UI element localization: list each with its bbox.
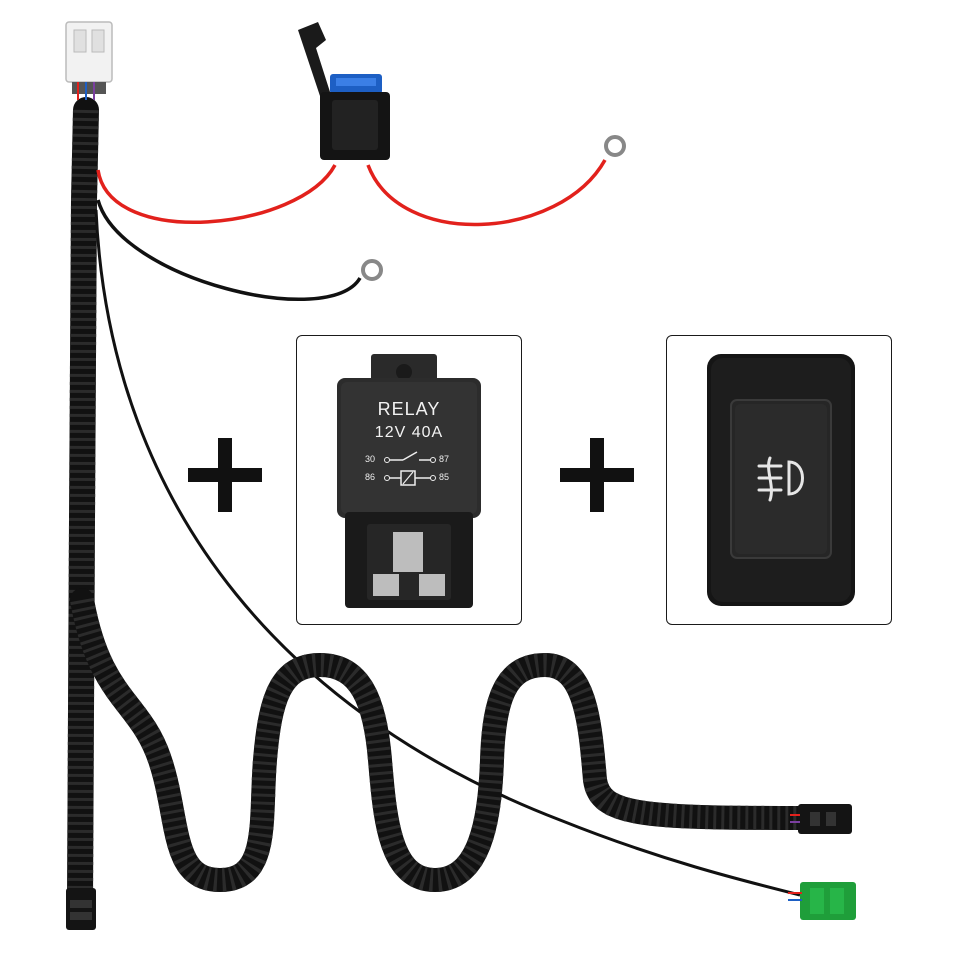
fog-light-switch-image — [707, 354, 855, 606]
relay-pin-30: 30 — [365, 454, 376, 464]
ring-terminal-red — [604, 135, 626, 157]
plus-icon — [188, 438, 262, 512]
switch-wire — [94, 209, 801, 897]
red-wire-right — [366, 159, 607, 227]
relay-rating: 12V 40A — [374, 424, 444, 441]
ring-terminal-black — [361, 259, 383, 281]
main-loom — [67, 97, 99, 913]
plus-icon — [560, 438, 634, 512]
right-black-connector — [790, 804, 852, 834]
relay-image — [337, 354, 481, 608]
relay-panel: RELAY 12V 40A 30 87 86 85 — [296, 335, 522, 625]
switch-panel — [666, 335, 892, 625]
fog-light-icon — [757, 456, 804, 502]
relay-pin-87: 87 — [439, 454, 450, 464]
bottom-left-connector — [66, 888, 96, 930]
relay-pin-86: 86 — [365, 472, 376, 482]
red-wire-left — [96, 164, 337, 224]
top-white-connector — [65, 21, 113, 100]
relay-pin-85: 85 — [439, 472, 450, 482]
coiled-loom — [70, 588, 812, 893]
green-connector — [788, 882, 856, 920]
fuse-holder — [298, 22, 390, 160]
relay-title: RELAY — [377, 399, 441, 419]
black-ground-wire — [96, 199, 362, 301]
